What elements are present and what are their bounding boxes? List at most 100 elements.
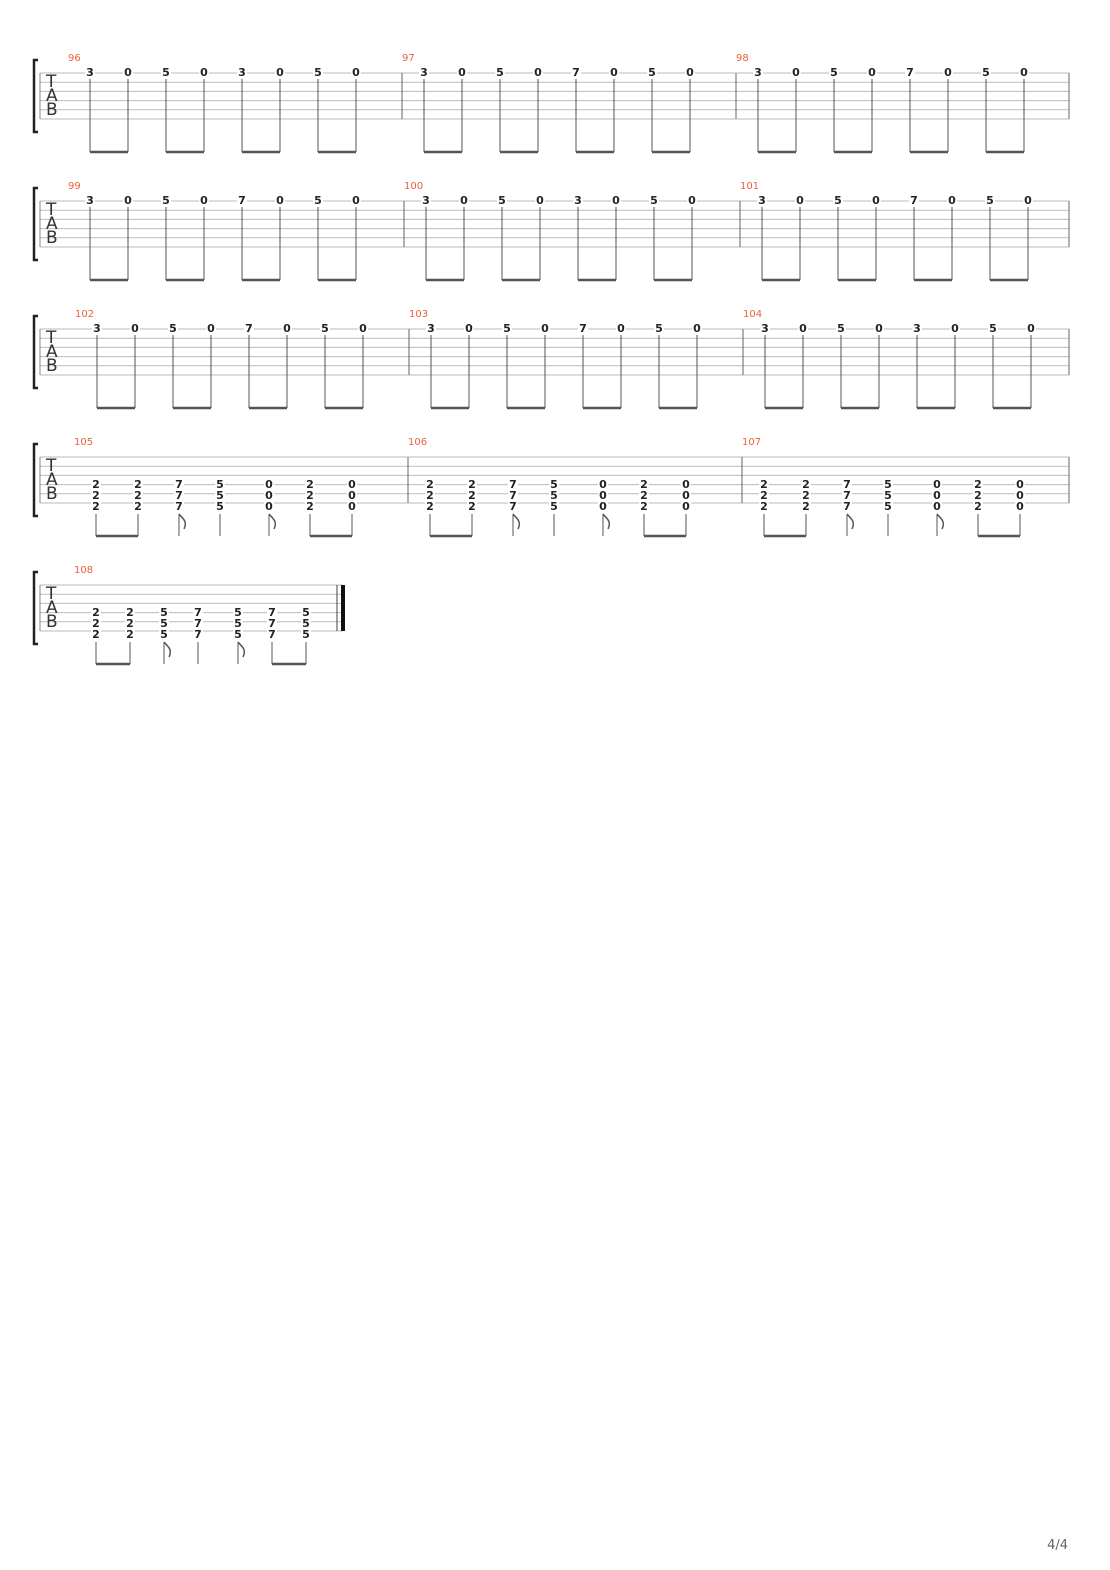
- fret-background: [91, 629, 101, 640]
- fret-background: [883, 479, 893, 490]
- fret-number: 2: [306, 478, 314, 491]
- fret-number: 0: [359, 322, 367, 335]
- fret-number: 2: [306, 489, 314, 502]
- fret-background: [168, 323, 178, 334]
- fret-background: [912, 323, 922, 334]
- fret-background: [457, 67, 467, 78]
- fret-background: [801, 501, 811, 512]
- fret-number: 2: [760, 478, 768, 491]
- fret-background: [598, 490, 608, 501]
- fret-number: 2: [974, 478, 982, 491]
- fret-number: 2: [426, 478, 434, 491]
- fret-background: [1026, 323, 1036, 334]
- fret-background: [692, 323, 702, 334]
- fret-number: 7: [175, 500, 183, 513]
- fret-background: [199, 195, 209, 206]
- fret-number: 7: [572, 66, 580, 79]
- fret-number: 7: [268, 606, 276, 619]
- tab-clef-letter: B: [46, 100, 58, 120]
- fret-background: [133, 490, 143, 501]
- fret-number: 0: [1016, 478, 1024, 491]
- fret-background: [161, 67, 171, 78]
- fret-background: [842, 479, 852, 490]
- fret-background: [159, 629, 169, 640]
- fret-background: [681, 479, 691, 490]
- fret-background: [829, 67, 839, 78]
- fret-background: [647, 67, 657, 78]
- page-number: 4/4: [1047, 1538, 1068, 1553]
- note-flag: [512, 513, 521, 530]
- fret-background: [237, 67, 247, 78]
- fret-number: 2: [92, 500, 100, 513]
- fret-background: [649, 195, 659, 206]
- fret-background: [275, 195, 285, 206]
- system-bracket: [32, 442, 38, 518]
- fret-background: [467, 501, 477, 512]
- fret-background: [833, 195, 843, 206]
- fret-number: 2: [92, 606, 100, 619]
- fret-background: [798, 323, 808, 334]
- fret-number: 7: [843, 478, 851, 491]
- fret-background: [282, 323, 292, 334]
- fret-number: 2: [426, 489, 434, 502]
- tab-clef-letter: T: [45, 328, 57, 348]
- note-flag: [602, 513, 611, 530]
- fret-background: [301, 629, 311, 640]
- fret-background: [502, 323, 512, 334]
- tab-clef-letter: T: [45, 72, 57, 92]
- measure-number: 96: [68, 53, 81, 64]
- fret-background: [759, 479, 769, 490]
- fret-number: 2: [92, 628, 100, 641]
- fret-number: 5: [162, 66, 170, 79]
- fret-number: 0: [536, 194, 544, 207]
- fret-background: [347, 501, 357, 512]
- fret-background: [351, 67, 361, 78]
- system-bracket: [32, 570, 38, 646]
- tab-clef-letter: T: [45, 200, 57, 220]
- fret-number: 5: [162, 194, 170, 207]
- fret-number: 0: [283, 322, 291, 335]
- note-flag: [237, 641, 246, 658]
- fret-number: 5: [884, 478, 892, 491]
- fret-background: [123, 195, 133, 206]
- fret-background: [842, 490, 852, 501]
- fret-background: [535, 195, 545, 206]
- fret-number: 7: [843, 489, 851, 502]
- fret-number: 2: [134, 500, 142, 513]
- fret-background: [973, 490, 983, 501]
- fret-number: 7: [268, 617, 276, 630]
- fret-background: [91, 490, 101, 501]
- fret-number: 2: [134, 478, 142, 491]
- fret-number: 5: [234, 628, 242, 641]
- fret-number: 0: [131, 322, 139, 335]
- fret-number: 3: [93, 322, 101, 335]
- fret-background: [351, 195, 361, 206]
- fret-number: 3: [427, 322, 435, 335]
- fret-number: 2: [760, 489, 768, 502]
- fret-number: 7: [245, 322, 253, 335]
- fret-background: [759, 490, 769, 501]
- fret-number: 5: [234, 606, 242, 619]
- fret-background: [91, 607, 101, 618]
- fret-number: 0: [682, 500, 690, 513]
- fret-background: [425, 501, 435, 512]
- fret-number: 0: [951, 322, 959, 335]
- fret-number: 3: [86, 66, 94, 79]
- tab-clef-letter: A: [46, 214, 58, 234]
- fret-background: [508, 501, 518, 512]
- fret-number: 3: [420, 66, 428, 79]
- fret-number: 0: [460, 194, 468, 207]
- fret-number: 0: [933, 489, 941, 502]
- fret-number: 0: [1020, 66, 1028, 79]
- fret-number: 0: [124, 194, 132, 207]
- fret-number: 0: [868, 66, 876, 79]
- fret-background: [159, 607, 169, 618]
- fret-number: 5: [982, 66, 990, 79]
- fret-number: 5: [169, 322, 177, 335]
- fret-number: 0: [276, 194, 284, 207]
- fret-background: [233, 607, 243, 618]
- fret-number: 0: [1024, 194, 1032, 207]
- fret-background: [1023, 195, 1033, 206]
- fret-background: [215, 490, 225, 501]
- fret-background: [347, 490, 357, 501]
